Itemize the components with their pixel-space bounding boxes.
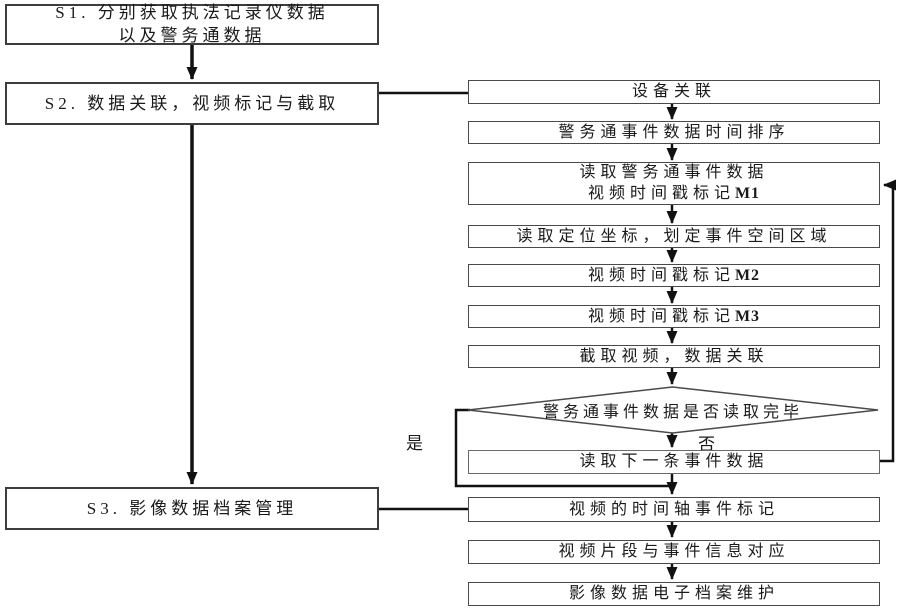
m3-code: M3 [734, 307, 761, 325]
mark-m2-label: 视频时间戳标记 [587, 266, 735, 284]
event-time-sort-box: 警务通事件数据时间排序 [468, 121, 880, 144]
m2-code: M2 [734, 266, 761, 284]
mark-m3-label: 视频时间戳标记 [587, 307, 735, 325]
read-next-event-box: 读取下一条事件数据 [468, 450, 880, 474]
clip-event-mapping-box: 视频片段与事件信息对应 [468, 540, 880, 564]
loop-next-event-to-m1 [878, 179, 896, 463]
read-location-box: 读取定位坐标，划定事件空间区域 [468, 225, 880, 248]
clip-video-box: 截取视频，数据关联 [468, 345, 880, 368]
clip-event-mapping-label: 视频片段与事件信息对应 [558, 543, 790, 560]
decision-diamond [467, 386, 879, 434]
read-location-label: 读取定位坐标，划定事件空间区域 [516, 227, 832, 245]
device-association-box: 设备关联 [468, 80, 880, 104]
archive-maintenance-label: 影像数据电子档案维护 [568, 585, 779, 602]
branch-yes-line [454, 408, 673, 488]
s1-label-line2: 以及警务通数据 [118, 25, 266, 45]
clip-video-label: 截取视频，数据关联 [579, 347, 769, 365]
s2-label: S2. 数据关联，视频标记与截取 [44, 93, 340, 113]
timeline-mark-label: 视频的时间轴事件标记 [568, 500, 779, 518]
step-s1-box: S1. 分别获取执法记录仪数据 以及警务通数据 [5, 3, 379, 45]
step-s3-box: S3. 影像数据档案管理 [5, 487, 379, 530]
archive-maintenance-box: 影像数据电子档案维护 [468, 582, 880, 606]
step-s2-box: S2. 数据关联，视频标记与截取 [5, 82, 379, 125]
device-association-label: 设备关联 [631, 83, 716, 100]
m1-code: M1 [734, 184, 761, 202]
read-event-label: 读取警务通事件数据 [579, 163, 769, 181]
timeline-mark-box: 视频的时间轴事件标记 [468, 497, 880, 522]
read-event-mark-m1-box: 读取警务通事件数据 视频时间戳标记M1 [468, 162, 880, 205]
decision-no-label: 否 [698, 435, 715, 454]
read-next-event-label: 读取下一条事件数据 [579, 453, 769, 470]
event-time-sort-label: 警务通事件数据时间排序 [558, 123, 790, 141]
s3-label: S3. 影像数据档案管理 [86, 498, 298, 518]
s1-label-line1: S1. 分别获取执法记录仪数据 [55, 3, 329, 23]
decision-yes-label: 是 [406, 434, 423, 453]
mark-m1-label: 视频时间戳标记M1 [587, 184, 761, 202]
decision-label: 警务通事件数据是否读取完毕 [542, 404, 803, 421]
